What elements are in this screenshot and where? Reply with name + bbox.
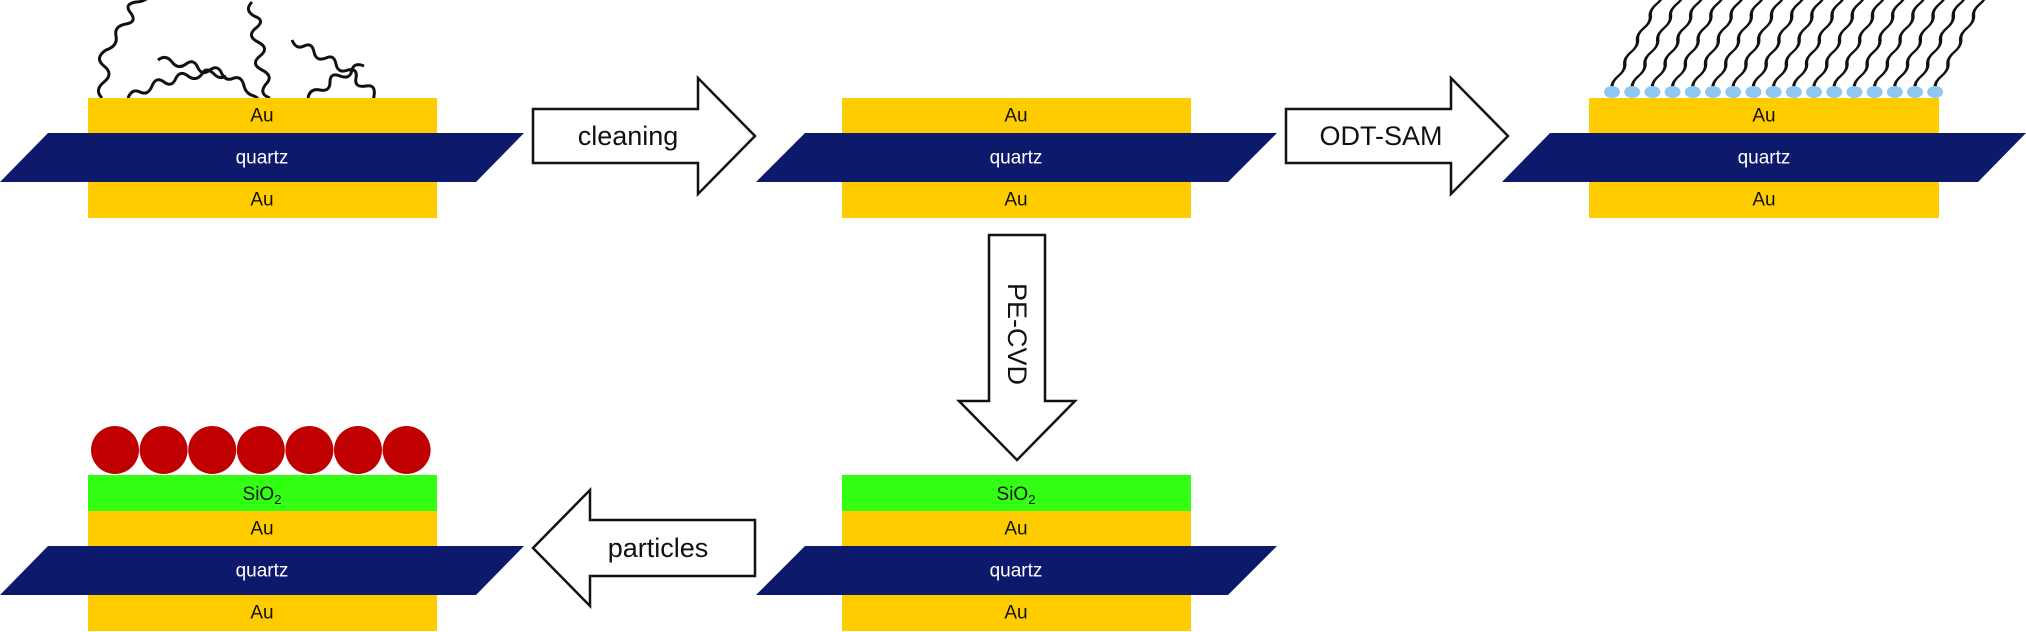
arrow-cleaning: cleaning xyxy=(531,74,757,198)
au-layer-top xyxy=(1589,98,1939,133)
quartz-layer xyxy=(756,133,1277,182)
sam-headgroup-icon xyxy=(1684,86,1701,98)
substrate-particles: SiO2 Au quartz Au xyxy=(0,426,524,631)
contaminant-chain-icon xyxy=(157,55,260,105)
down-arrow-icon xyxy=(956,233,1078,462)
sam-headgroup-icon xyxy=(1765,86,1782,98)
sam-headgroup-icon xyxy=(1927,86,1944,98)
sam-headgroup-icon xyxy=(1604,86,1620,98)
au-layer-top xyxy=(88,98,437,133)
right-arrow-icon xyxy=(531,74,757,198)
sam-headgroup-icon xyxy=(1644,86,1661,98)
quartz-label: quartz xyxy=(990,148,1043,169)
arrow-label-pe-cvd: PE-CVD xyxy=(1002,283,1032,385)
sam-headgroup-icon xyxy=(1664,86,1681,98)
quartz-layer xyxy=(0,546,524,595)
au-label: Au xyxy=(1004,190,1027,211)
sam-headgroup-icon xyxy=(1866,86,1883,98)
sio2-layer xyxy=(842,475,1191,511)
quartz-label: quartz xyxy=(1738,148,1791,169)
contaminant-chain-icon xyxy=(97,0,148,100)
arrow-label-cleaning: cleaning xyxy=(578,121,679,151)
au-label: Au xyxy=(1004,106,1027,127)
au-layer-top xyxy=(842,98,1191,133)
right-arrow-icon xyxy=(1284,74,1510,198)
sam-headgroup-icon xyxy=(1624,86,1641,98)
substrate-contaminated: Au quartz Au xyxy=(0,0,524,218)
left-arrow-icon xyxy=(531,486,757,610)
au-label: Au xyxy=(250,519,273,540)
arrow-label-particles: particles xyxy=(608,533,709,563)
sam-headgroup-icon xyxy=(1846,86,1863,98)
au-label: Au xyxy=(250,190,273,211)
sio2-layer xyxy=(88,475,437,511)
contaminant-layer xyxy=(97,0,403,122)
particle-icon xyxy=(236,426,285,474)
quartz-label: quartz xyxy=(236,148,289,169)
particle-layer xyxy=(91,426,431,474)
au-label: Au xyxy=(1752,106,1775,127)
au-layer-bottom xyxy=(88,182,437,218)
particle-icon xyxy=(334,426,382,474)
sam-headgroup-icon xyxy=(1725,86,1742,98)
quartz-layer xyxy=(1502,133,2026,182)
contaminant-chain-icon xyxy=(126,68,227,99)
quartz-layer xyxy=(0,133,524,182)
quartz-layer xyxy=(756,546,1277,595)
au-layer-top xyxy=(88,511,437,546)
arrow-pe-cvd: PE-CVD xyxy=(956,233,1078,462)
sio2-label: SiO2 xyxy=(997,484,1036,507)
au-label: Au xyxy=(1004,519,1027,540)
au-label: Au xyxy=(250,106,273,127)
contaminant-chain-icon xyxy=(306,63,365,99)
sam-layer xyxy=(1604,0,1990,98)
substrate-sio2: SiO2 Au quartz Au xyxy=(756,475,1277,631)
sam-headgroup-icon xyxy=(1886,86,1903,98)
au-layer-bottom xyxy=(1589,182,1939,218)
au-label: Au xyxy=(250,603,273,624)
contaminant-chain-icon xyxy=(247,0,271,100)
arrow-particles: particles xyxy=(531,486,757,610)
sam-headgroup-icon xyxy=(1745,86,1762,98)
au-label: Au xyxy=(1004,603,1027,624)
particle-icon xyxy=(285,426,334,474)
sam-headgroup-icon xyxy=(1806,86,1822,98)
au-layer-bottom xyxy=(88,595,437,631)
sam-headgroup-icon xyxy=(1907,86,1923,98)
au-label: Au xyxy=(1752,190,1775,211)
arrow-odt-sam: ODT-SAM xyxy=(1284,74,1510,198)
substrate-clean: Au quartz Au xyxy=(756,98,1277,218)
particle-icon xyxy=(382,426,431,474)
sam-headgroup-icon xyxy=(1826,86,1843,98)
quartz-label: quartz xyxy=(990,561,1043,582)
substrate-sam: Au quartz Au xyxy=(1502,0,2026,218)
arrow-label-odt-sam: ODT-SAM xyxy=(1319,121,1442,151)
quartz-label: quartz xyxy=(236,561,289,582)
sio2-label: SiO2 xyxy=(243,484,282,507)
sam-headgroup-icon xyxy=(1705,86,1721,98)
sam-headgroup-icon xyxy=(1785,86,1802,98)
au-layer-bottom xyxy=(842,595,1191,631)
particle-icon xyxy=(91,426,139,474)
au-layer-bottom xyxy=(842,182,1191,218)
particle-icon xyxy=(139,426,188,474)
au-layer-top xyxy=(842,511,1191,546)
particle-icon xyxy=(188,426,237,474)
